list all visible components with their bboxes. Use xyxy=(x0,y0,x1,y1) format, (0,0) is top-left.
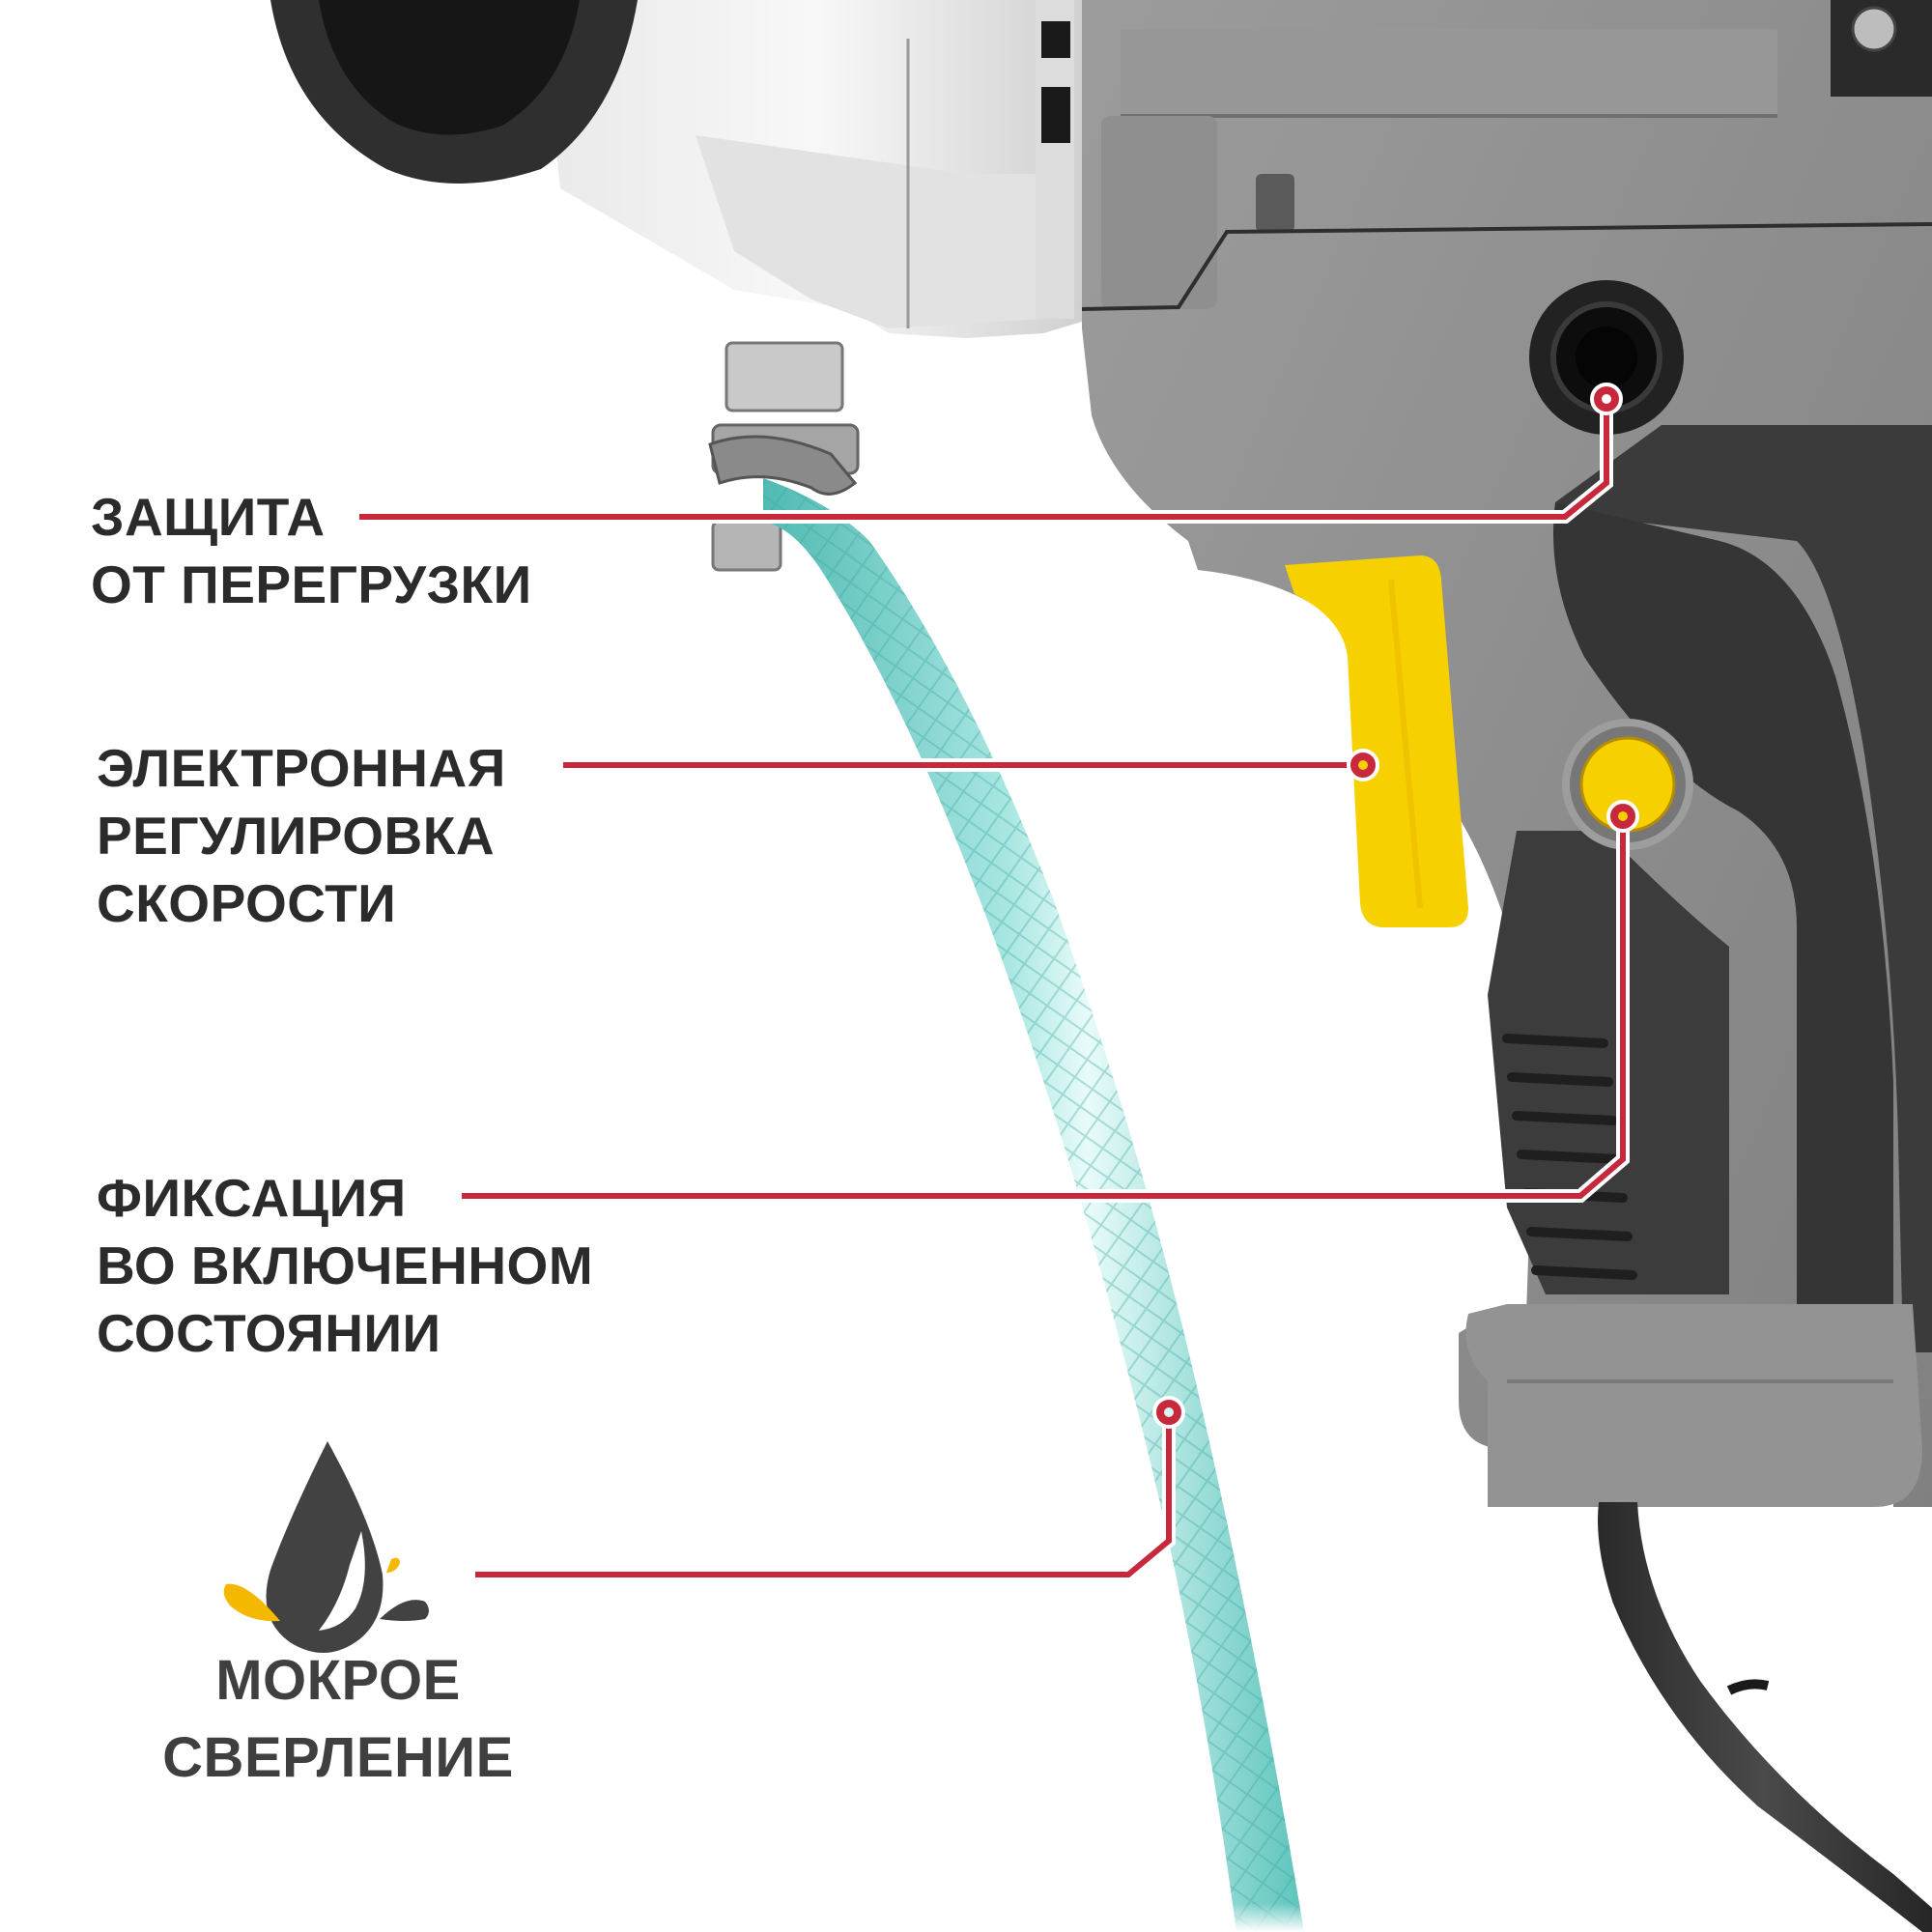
water-hose xyxy=(708,435,1352,1932)
marker-lock-on-icon xyxy=(1606,800,1639,833)
callout-text-line: ЭЛЕКТРОННАЯ xyxy=(97,738,506,798)
callout-text-line: ВО ВКЛЮЧЕННОМ xyxy=(97,1236,594,1295)
callout-text-line: РЕГУЛИРОВКА xyxy=(97,806,496,866)
callout-text-line: СВЕРЛЕНИЕ xyxy=(162,1726,514,1789)
marker-overload-icon xyxy=(1590,383,1623,415)
callout-text-line: СКОРОСТИ xyxy=(97,873,397,933)
callout-electronic-speed-control: ЭЛЕКТРОННАЯ РЕГУЛИРОВКА СКОРОСТИ xyxy=(97,734,506,937)
callout-lines xyxy=(359,406,1630,1581)
callout-text-line: ФИКСАЦИЯ xyxy=(97,1168,407,1228)
callout-overload-protection: ЗАЩИТА ОТ ПЕРЕГРУЗКИ xyxy=(91,483,532,618)
callout-text-line: СОСТОЯНИИ xyxy=(97,1303,441,1363)
callout-text-line: ОТ ПЕРЕГРУЗКИ xyxy=(91,554,532,614)
water-drop-splash-icon xyxy=(223,1441,429,1653)
callout-text-line: ЗАЩИТА xyxy=(91,487,326,547)
callout-wet-drilling: МОКРОЕ СВЕРЛЕНИЕ xyxy=(0,1642,676,1797)
callout-text-line: МОКРОЕ xyxy=(215,1649,461,1712)
callout-lock-on: ФИКСАЦИЯ ВО ВКЛЮЧЕННОМ СОСТОЯНИИ xyxy=(97,1164,593,1367)
motor-housing xyxy=(1081,0,1932,1932)
callout-markers xyxy=(1152,383,1639,1429)
gearbox-housing xyxy=(270,0,1092,572)
power-cord xyxy=(1598,1502,1932,1932)
marker-speed-icon xyxy=(1347,749,1379,781)
marker-wet-drilling-icon xyxy=(1152,1396,1185,1429)
